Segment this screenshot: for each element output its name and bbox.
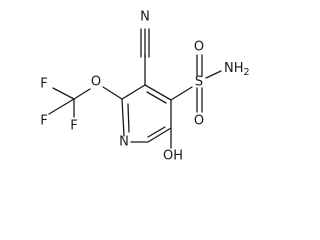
bond-n1-c2 — [121, 98, 125, 137]
fluorine-top-label: F — [40, 77, 47, 92]
bond-c5-c6 — [147, 127, 172, 143]
atom-labels: N S O O NH2 O F F F N OH — [40, 10, 249, 164]
amine-nh-text: NH — [224, 61, 244, 76]
chemical-structure: N S O O NH2 O F F F N OH — [40, 10, 249, 164]
sulfonyl-o-bottom-label: O — [194, 114, 204, 129]
bond-n1-c2-inner — [127, 103, 130, 133]
sulfonyl-o-top-label: O — [194, 40, 204, 55]
bond-c4-s — [170, 86, 193, 101]
bond-c3-c4-inner — [146, 91, 167, 104]
bond-o-cf3 — [73, 88, 91, 100]
bond-s-n — [205, 70, 222, 79]
amine-label: NH2 — [224, 61, 250, 78]
amine-subscript: 2 — [244, 67, 250, 78]
ether-o-label: O — [91, 75, 101, 90]
bond-c3-c4 — [144, 84, 172, 101]
bonds — [48, 28, 222, 149]
bond-c2-c3 — [121, 84, 146, 100]
hydroxyl-label: OH — [163, 149, 183, 164]
fluorine-bottom-label: F — [70, 119, 77, 134]
bond-c-f-top — [52, 87, 75, 100]
bond-c-f-left — [48, 98, 75, 115]
bond-c2-o — [102, 86, 123, 100]
bond-c5-c6-inner — [147, 126, 166, 138]
sulfur-label: S — [195, 75, 203, 90]
fluorine-left-label: F — [40, 114, 47, 129]
ring-n-label: N — [119, 135, 129, 150]
nitrile-n-label: N — [140, 10, 150, 25]
